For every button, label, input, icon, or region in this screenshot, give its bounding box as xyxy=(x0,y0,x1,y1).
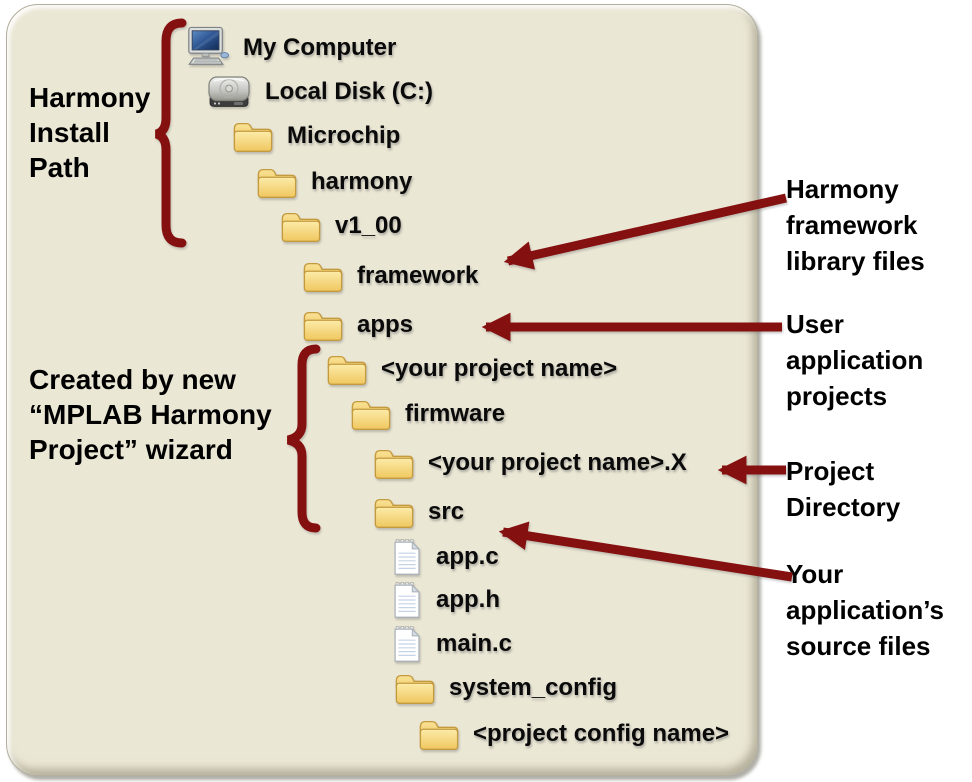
framework-files-label: Harmony framework library files xyxy=(786,174,925,276)
tree-item-src: src xyxy=(373,490,464,534)
tree-item-local-disk: Local Disk (C:) xyxy=(206,70,433,114)
tree-item-system-config: system_config xyxy=(394,666,617,710)
folder-icon xyxy=(280,209,322,244)
tree-item-v1-00: v1_00 xyxy=(280,204,402,248)
computer-icon xyxy=(184,26,230,70)
project-directory-label: Project Directory xyxy=(786,456,901,522)
tree-item-main-c: main.c xyxy=(392,622,512,666)
tree-item-label: src xyxy=(428,498,465,525)
tree-item-label: main.c xyxy=(436,630,513,657)
tree-item-your-project-name-x: <your project name>.X xyxy=(373,441,687,485)
tree-item-label: system_config xyxy=(449,674,618,701)
tree-item-label: <project config name> xyxy=(473,720,730,747)
user-projects-label: User application projects xyxy=(786,309,924,411)
tree-item-label: app.h xyxy=(436,586,500,613)
folder-icon xyxy=(394,671,436,706)
tree-item-framework: framework xyxy=(302,254,478,298)
folder-icon xyxy=(326,352,368,387)
wizard-created-label: Created by new “MPLAB Harmony Project” w… xyxy=(29,364,272,465)
harmony-install-path-label: Harmony Install Path xyxy=(29,82,151,183)
document-icon xyxy=(392,580,423,620)
document-icon xyxy=(392,537,423,577)
folder-icon xyxy=(232,119,274,154)
tree-item-label: framework xyxy=(357,262,479,289)
tree-item-label: harmony xyxy=(311,168,413,195)
hard-disk-icon xyxy=(206,74,252,110)
tree-item-label: <your project name> xyxy=(381,355,618,382)
tree-item-label: app.c xyxy=(436,543,499,570)
tree-item-label: Microchip xyxy=(287,122,401,149)
source-files-label: Your application’s source files xyxy=(786,559,944,661)
document-icon xyxy=(392,624,423,664)
tree-item-microchip: Microchip xyxy=(232,114,400,158)
folder-icon xyxy=(418,717,460,752)
tree-item-apps: apps xyxy=(302,303,413,347)
folder-icon xyxy=(350,397,392,432)
diagram-panel xyxy=(6,4,758,776)
tree-item-harmony: harmony xyxy=(256,160,412,204)
tree-item-app-c: app.c xyxy=(392,535,499,579)
folder-icon xyxy=(373,446,415,481)
tree-item-label: <your project name>.X xyxy=(428,449,687,476)
tree-item-label: My Computer xyxy=(243,34,397,61)
folder-icon xyxy=(302,308,344,343)
tree-item-your-project-name: <your project name> xyxy=(326,347,617,391)
tree-item-label: Local Disk (C:) xyxy=(265,78,434,105)
tree-item-app-h: app.h xyxy=(392,578,500,622)
folder-icon xyxy=(302,259,344,294)
tree-item-label: v1_00 xyxy=(335,212,402,239)
tree-item-label: apps xyxy=(357,311,414,338)
folder-icon xyxy=(373,495,415,530)
tree-item-project-config-name: <project config name> xyxy=(418,712,729,756)
tree-item-firmware: firmware xyxy=(350,392,505,436)
tree-item-label: firmware xyxy=(405,400,506,427)
folder-icon xyxy=(256,165,298,200)
tree-item-my-computer: My Computer xyxy=(184,26,396,70)
